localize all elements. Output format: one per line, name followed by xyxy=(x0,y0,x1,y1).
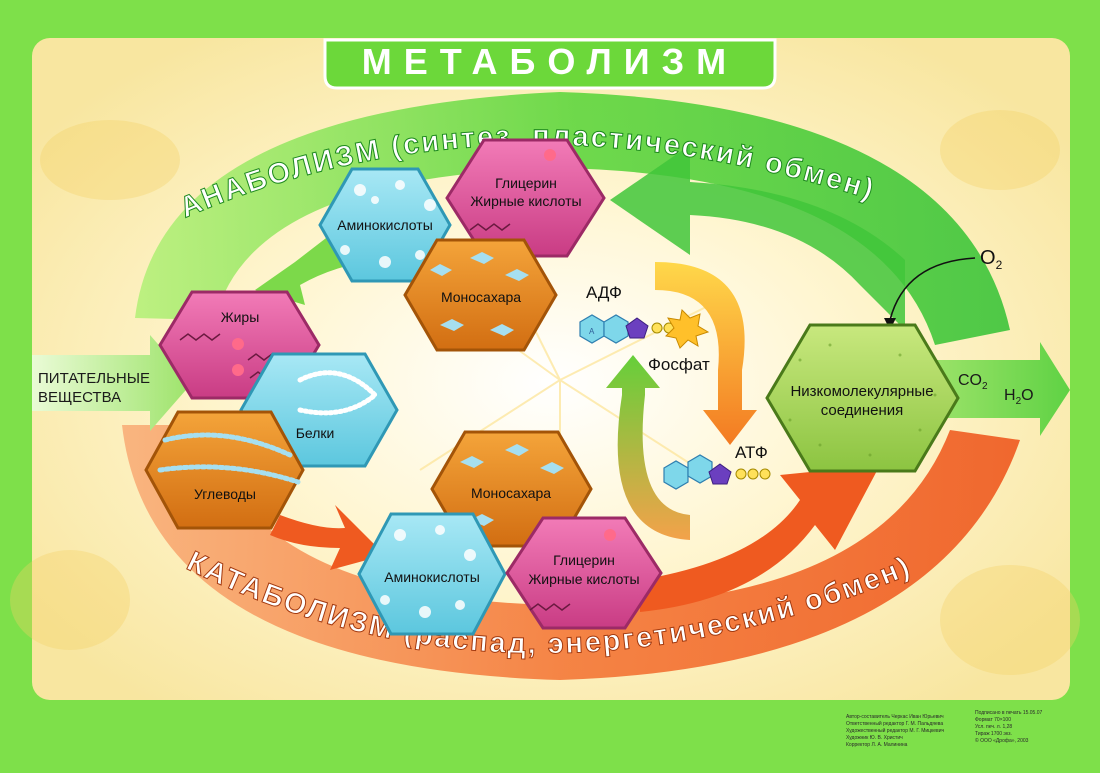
glycerin-top-line1: Глицерин xyxy=(495,175,557,191)
svg-text:Ответственный редактор Г. М. П: Ответственный редактор Г. М. Пальдяева xyxy=(846,720,943,727)
mono-top-label: Моносахара xyxy=(441,289,521,305)
svg-text:Корректор Л. А. Малинина: Корректор Л. А. Малинина xyxy=(846,742,908,748)
title-tab xyxy=(323,38,777,90)
glycerin-top-line2: Жирные кислоты xyxy=(470,193,581,209)
hex-amino-top: Аминокислоты xyxy=(318,167,452,283)
hex-amino-bottom: Аминокислоты xyxy=(357,512,507,636)
fats-label: Жиры xyxy=(221,309,260,325)
hex-mono-top: Моносахара xyxy=(403,238,558,352)
svg-text:А: А xyxy=(589,327,595,336)
svg-text:Подписано в печать 15.05.07: Подписано в печать 15.05.07 xyxy=(975,710,1043,716)
anabolism-band xyxy=(135,92,1010,345)
amino-bottom-label: Аминокислоты xyxy=(384,569,480,585)
adp-label: АДФ xyxy=(586,283,622,302)
hex-carbs: Углеводы xyxy=(144,410,305,530)
catabolism-arrow-down xyxy=(270,505,385,570)
anabolism-arrow-return xyxy=(610,145,905,330)
hex-glycerin-bottom: Глицерин Жирные кислоты xyxy=(505,516,663,630)
background-blobs xyxy=(10,110,1080,675)
cycle-arrow-down xyxy=(655,262,757,445)
cycle-arrow-up xyxy=(606,355,690,540)
svg-text:Художник Ю. В. Христич: Художник Ю. В. Христич xyxy=(846,735,903,741)
carbs-label: Углеводы xyxy=(194,486,256,502)
phosphate-label: Фосфат xyxy=(648,355,710,374)
mono-bottom-label: Моносахара xyxy=(471,485,551,501)
co2-label: CO2 xyxy=(958,372,988,392)
credits-right: Подписано в печать 15.05.07 Формат 70×10… xyxy=(975,710,1043,744)
catabolism-band xyxy=(122,425,1020,680)
svg-text:Тираж 1700 экз.: Тираж 1700 экз. xyxy=(975,731,1012,737)
low-molecular-line2: соединения xyxy=(821,402,904,419)
proteins-label: Белки xyxy=(296,425,335,441)
o2-label: O2 xyxy=(980,247,1003,272)
nutrients-label-line1: ПИТАТЕЛЬНЫЕ xyxy=(38,370,150,387)
phosphate-burst xyxy=(664,308,710,349)
atp-molecule xyxy=(663,454,771,490)
page-title: МЕТАБОЛИЗМ xyxy=(362,41,738,82)
hex-low-molecular: Низкомолекулярные соединения xyxy=(765,323,960,473)
products-arrow xyxy=(930,342,1070,436)
glycerin-bottom-line1: Глицерин xyxy=(553,552,615,568)
adp-molecule: А xyxy=(579,314,675,344)
svg-text:Автор-составитель Черкас Иван: Автор-составитель Черкас Иван Юрьевич xyxy=(846,714,944,720)
catabolism-arrow-right xyxy=(640,465,880,612)
svg-text:Усл. печ. л. 1,28: Усл. печ. л. 1,28 xyxy=(975,724,1012,730)
glycerin-bottom-line2: Жирные кислоты xyxy=(528,571,639,587)
atp-label: АТФ xyxy=(735,443,768,462)
o2-arrow xyxy=(889,257,976,321)
credits-left: Автор-составитель Черкас Иван Юрьевич От… xyxy=(846,714,944,748)
low-molecular-line1: Низкомолекулярные xyxy=(790,383,933,400)
svg-text:Формат 70×100: Формат 70×100 xyxy=(975,717,1011,723)
svg-text:Художественный редактор М. Г.: Художественный редактор М. Г. Мицкевич xyxy=(846,727,944,734)
amino-top-label: Аминокислоты xyxy=(337,217,433,233)
nutrients-arrow xyxy=(32,335,192,431)
h2o-label: H2O xyxy=(1004,387,1034,407)
nutrients-label-line2: ВЕЩЕСТВА xyxy=(38,389,121,406)
svg-text:© ООО «Дрофа», 2003: © ООО «Дрофа», 2003 xyxy=(975,737,1029,744)
